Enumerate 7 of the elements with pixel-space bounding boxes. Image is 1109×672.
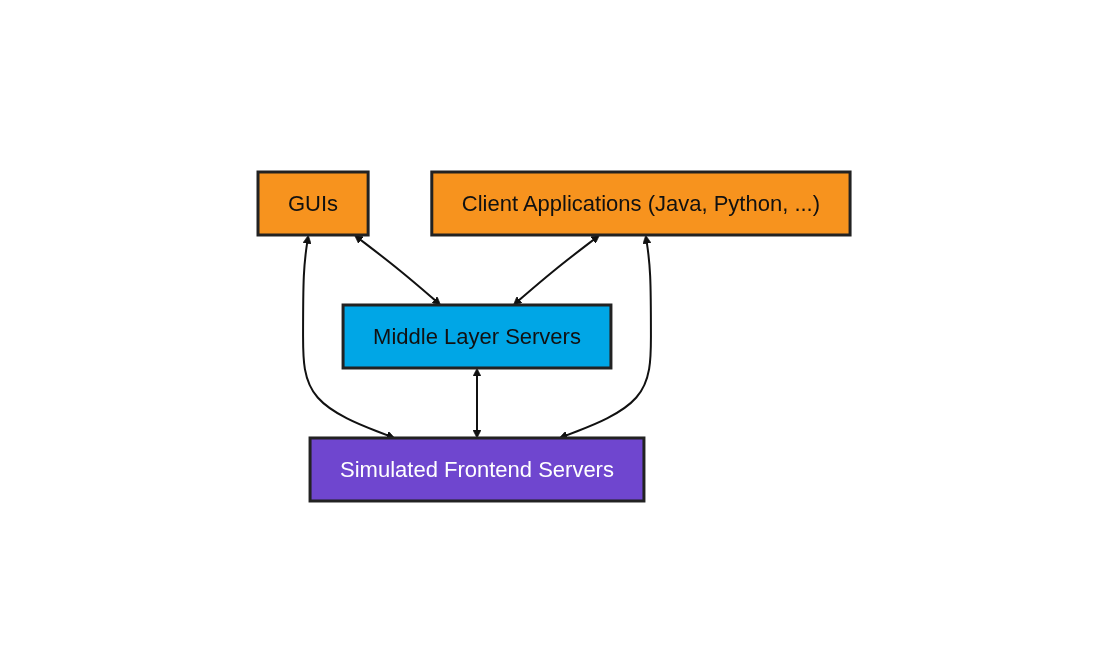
node-box: Middle Layer Servers xyxy=(342,303,613,369)
arrow xyxy=(473,367,482,438)
node-box: Simulated Frontend Servers xyxy=(309,436,646,502)
node-box: Client Applications (Java, Python, ...) xyxy=(430,170,852,236)
arrow xyxy=(513,234,601,305)
node-box: GUIs xyxy=(256,170,371,236)
arrow xyxy=(354,234,442,305)
